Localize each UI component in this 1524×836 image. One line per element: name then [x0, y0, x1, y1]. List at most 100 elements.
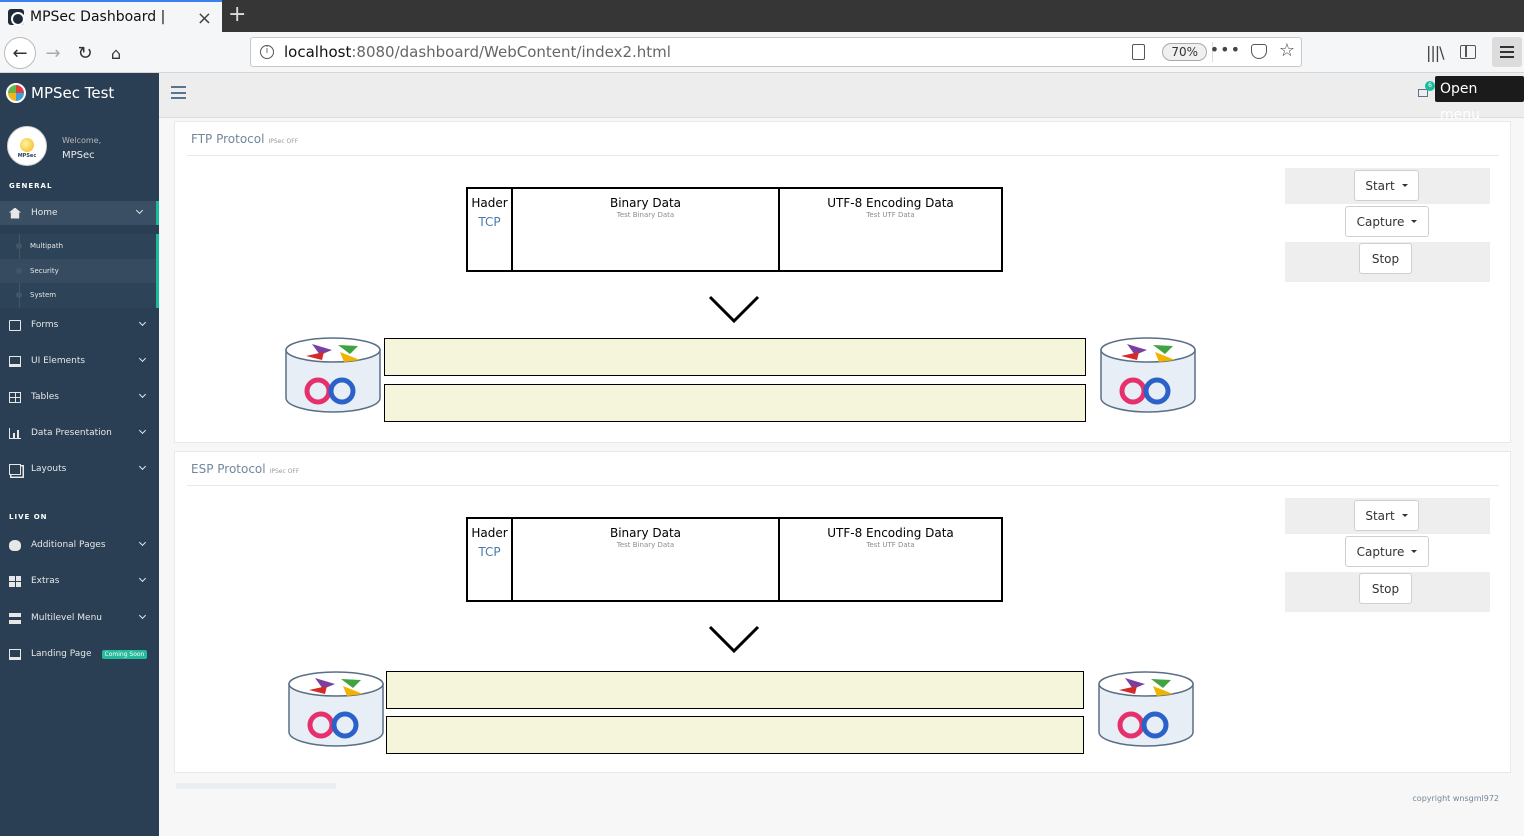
laptop-icon — [9, 648, 21, 660]
sidebar-item-label: Landing Page — [31, 649, 92, 659]
sidebar-item-extras[interactable]: Extras — [0, 569, 159, 593]
capture-label: Capture — [1356, 214, 1405, 229]
sidebar-sub-security[interactable]: Security — [0, 259, 156, 283]
site-info-icon[interactable]: i — [260, 45, 274, 59]
panel-divider — [187, 155, 1499, 156]
browser-titlebar: MPSec Dashboard | × + — [0, 0, 1524, 32]
capture-button[interactable]: Capture — [1345, 536, 1429, 567]
sidebar-item-ui-elements[interactable]: UI Elements — [0, 349, 159, 373]
sidebar-item-data-presentation[interactable]: Data Presentation — [0, 421, 159, 445]
chevron-down-icon — [138, 574, 147, 583]
url-text[interactable]: localhost:8080/dashboard/WebContent/inde… — [284, 43, 671, 61]
open-menu-button[interactable] — [1492, 37, 1522, 67]
avatar-tag: MPSec — [17, 152, 37, 159]
binary-col-sub: Test Binary Data — [616, 541, 675, 549]
brand-logo-icon — [6, 83, 26, 103]
section-general: GENERAL — [9, 182, 53, 190]
sidebar-item-label: Layouts — [31, 464, 67, 474]
packet-header-box: Hader TCP Binary Data Test Binary Data U… — [466, 517, 1003, 602]
sidebar-item-multilevel-menu[interactable]: Multilevel Menu — [0, 606, 159, 630]
clone-icon — [9, 463, 21, 475]
sidebar-item-label: Additional Pages — [31, 540, 106, 550]
sidebar-item-label: Extras — [31, 576, 60, 586]
url-host: localhost — [284, 43, 352, 61]
capture-button[interactable]: Capture — [1345, 206, 1429, 237]
pocket-icon[interactable] — [1251, 44, 1267, 59]
start-button[interactable]: Start — [1354, 170, 1419, 201]
sidebar-sub-system[interactable]: System — [0, 283, 156, 307]
home-submenu: Multipath Security System — [0, 234, 159, 308]
mail-count-badge: 6 — [1425, 81, 1435, 91]
chevron-down-icon — [708, 295, 760, 324]
reader-view-icon[interactable] — [1132, 44, 1145, 60]
start-button[interactable]: Start — [1354, 500, 1419, 531]
url-bar[interactable]: i localhost:8080/dashboard/WebContent/in… — [250, 37, 1302, 67]
new-tab-icon[interactable]: + — [228, 2, 247, 27]
chevron-down-icon — [138, 390, 147, 399]
back-icon[interactable]: ← — [4, 37, 36, 69]
header-col-title: Hader — [471, 526, 508, 540]
chevron-down-icon — [708, 625, 760, 654]
ipsec-status: IPSec OFF — [269, 468, 300, 475]
mail-icon[interactable] — [1418, 89, 1428, 97]
brand[interactable]: MPSec Test — [6, 83, 114, 103]
sub-item-label: Security — [30, 267, 59, 275]
tab-title: MPSec Dashboard | — [30, 9, 166, 25]
edit-icon — [9, 319, 21, 331]
chevron-down-icon — [138, 611, 147, 620]
zoom-level[interactable]: 70% — [1162, 43, 1207, 61]
start-label: Start — [1365, 508, 1395, 523]
sidebar: MPSec Test MPSec Welcome, MPSec GENERAL … — [0, 73, 159, 836]
utf-col-title: UTF-8 Encoding Data — [827, 196, 954, 210]
sidebar-item-label: UI Elements — [31, 356, 86, 366]
stop-button[interactable]: Stop — [1359, 573, 1412, 604]
sidebar-item-additional-pages[interactable]: Additional Pages — [0, 533, 159, 557]
sitemap-icon — [9, 612, 21, 624]
library-icon[interactable]: |||\ — [1426, 43, 1445, 62]
browser-tab[interactable]: MPSec Dashboard | × — [0, 0, 222, 32]
panel-title-text: ESP Protocol — [191, 462, 266, 476]
stop-button[interactable]: Stop — [1359, 243, 1412, 274]
chevron-down-icon — [138, 318, 147, 327]
sidebar-item-tables[interactable]: Tables — [0, 385, 159, 409]
header-col-protocol: TCP — [478, 545, 501, 559]
sidebar-item-layouts[interactable]: Layouts — [0, 457, 159, 481]
header-col-title: Hader — [471, 196, 508, 210]
url-path: :8080/dashboard/WebContent/index2.html — [351, 43, 671, 61]
utf-data-column: UTF-8 Encoding Data Test UTF Data — [780, 189, 1001, 270]
utf-col-sub: Test UTF Data — [866, 541, 915, 549]
packet-bar — [386, 671, 1084, 709]
bug-icon — [9, 539, 21, 551]
sidebar-item-label: Home — [31, 208, 58, 218]
sidebar-sub-multipath[interactable]: Multipath — [0, 234, 156, 258]
tab-close-icon[interactable]: × — [196, 8, 212, 29]
coming-soon-badge: Coming Soon — [101, 649, 148, 659]
packet-header-box: Hader TCP Binary Data Test Binary Data U… — [466, 187, 1003, 272]
sidebar-item-landing-page[interactable]: Landing Page Coming Soon — [0, 642, 159, 666]
top-nav: 6 — [159, 73, 1524, 118]
sidebar-item-label: Forms — [31, 320, 59, 330]
menu-toggle-icon[interactable] — [171, 86, 186, 99]
home-icon[interactable]: ⌂ — [110, 43, 122, 63]
binary-col-sub: Test Binary Data — [616, 211, 675, 219]
sidebar-item-home[interactable]: Home — [0, 201, 159, 225]
sub-item-label: System — [30, 291, 57, 299]
binary-data-column: Binary Data Test Binary Data — [513, 189, 780, 270]
sidebar-item-forms[interactable]: Forms — [0, 313, 159, 337]
home-icon — [9, 207, 21, 219]
submenu-dot — [16, 243, 22, 249]
forward-icon[interactable]: → — [45, 42, 61, 64]
header-column: Hader TCP — [468, 189, 513, 270]
browser-toolbar: ← → ↻ ⌂ i localhost:8080/dashboard/WebCo… — [0, 32, 1524, 73]
binary-data-column: Binary Data Test Binary Data — [513, 519, 780, 600]
caret-down-icon — [1401, 184, 1408, 187]
page-actions-icon[interactable]: ••• — [1209, 40, 1241, 59]
sidebar-toggle-icon[interactable] — [1460, 45, 1476, 59]
ipsec-status: IPSec OFF — [268, 138, 299, 145]
sidebar-item-label: Tables — [31, 392, 59, 402]
bookmark-star-icon[interactable]: ☆ — [1278, 40, 1295, 61]
lightbulb-icon — [20, 137, 34, 152]
reload-icon[interactable]: ↻ — [77, 42, 93, 64]
